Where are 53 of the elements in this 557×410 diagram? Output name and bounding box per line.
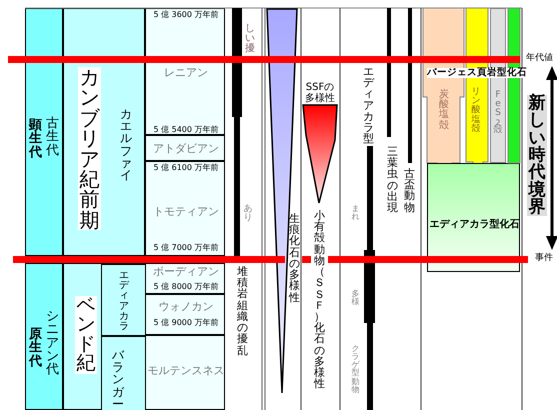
axis-title: 新しい時代境界 [527,95,547,216]
table-cell [25,263,63,410]
fossil-group-label: エディアカラ型化石 [428,219,520,230]
date-label: 5 億 9000 万年前 [152,319,220,328]
date-label: 5 億 3600 万年前 [152,11,220,20]
table-cell [145,161,225,256]
boundary-label: 事件 [535,254,553,263]
era-name: 原生代 [28,328,43,368]
table-cell [63,8,145,256]
column-label: 小有殻動物（ＳＳＦ）化石の多様性 [313,210,326,390]
date-label: 5 億 5400 万年前 [152,126,220,135]
column-label: 堆積岩組織の擾乱 [236,266,249,356]
note-text: あり [243,205,253,224]
table-cell [145,135,225,161]
column-label: SSFの多様性 [304,82,336,104]
column-label: 三葉虫の出現 [386,146,399,214]
table-cell [145,8,225,135]
table-cell [25,8,63,256]
fossil-group-label: バージェス頁岩型化石 [427,68,527,78]
table-cell [145,335,225,410]
note-text: 多様 [351,290,360,306]
column-label: 生痕化石の多様性 [288,213,301,303]
era-name: シニアン代 [45,310,60,376]
period-name: カエルファイ [119,108,133,182]
date-label: 5 億 8000 万年前 [152,283,220,292]
table-cell [101,264,146,336]
stage-name: アトダビアン [152,143,220,156]
stage-name: モルテンスネス [146,365,226,378]
period-name: カンブリア紀前期 [78,67,101,230]
table-cell [145,294,225,335]
date-label: 5 億 6100 万年前 [152,164,220,173]
shell-type-label: 炭酸塩殻 [438,90,450,131]
column-label: 古盃動物 [403,168,416,213]
note-text: クラゲ型動物 [351,345,360,394]
boundary-label: 年代値 [526,54,553,63]
note-text: しい擾 [244,24,256,55]
era-name: 顕生代 [28,119,43,159]
column-label: エディアカラ型 [362,66,375,145]
era-name: 古生代 [45,117,60,157]
stage-name: レニアン [163,67,209,80]
fossil-box [427,163,520,272]
table-cell [145,263,225,294]
period-name: バランガー [111,349,125,410]
period-name: ベンド紀 [75,296,97,374]
period-name: エディアカラ [118,271,130,332]
shell-type-label: リン酸塩殻 [471,88,481,134]
stage-name: トモティアン [152,206,220,218]
date-label: 5 億 7000 万年前 [152,244,220,253]
stage-name: ウォノカン [158,301,214,314]
table-cell [101,336,146,410]
stage-name: ボーディアン [152,266,220,278]
note-text: まれ [351,205,360,222]
table-cell [63,263,145,410]
